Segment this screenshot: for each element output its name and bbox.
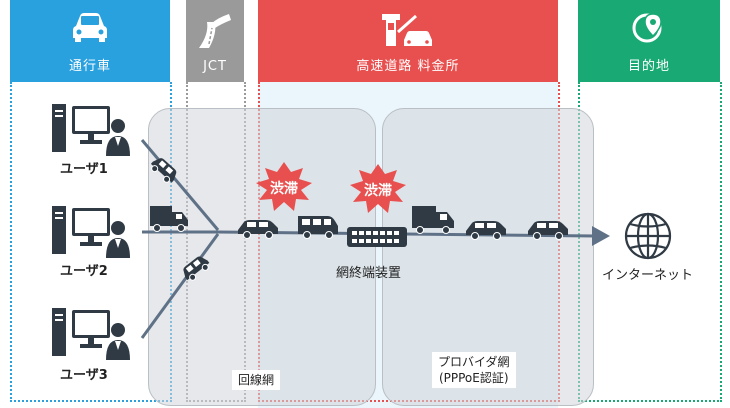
car-icon [73, 13, 107, 42]
van-icon [298, 216, 338, 239]
header-dest-label: 目的地 [627, 59, 670, 74]
junction-road-icon [199, 14, 231, 48]
truck-icon [150, 206, 188, 232]
header-car-label: 通行車 [68, 59, 111, 74]
header-jct: JCT [186, 0, 244, 82]
device-label: 網終端装置 [336, 266, 402, 281]
jam-label: 渋滞 [270, 181, 298, 197]
device-icon [347, 227, 407, 247]
header-toll: 高速道路 料金所 [258, 0, 558, 82]
provider-network-label: プロバイダ網 (PPPoE認証) [432, 352, 516, 388]
user-pc-icon [52, 206, 130, 258]
car-icon [150, 158, 177, 183]
toll-gate-icon [382, 14, 432, 46]
internet-label: インターネット [602, 268, 694, 283]
user-pc-icon [52, 308, 130, 360]
truck-icon [412, 206, 454, 234]
car-icon [183, 256, 210, 281]
network-line-label: 回線網 [232, 370, 281, 390]
car-icon [466, 221, 506, 240]
user-1-label: ユーザ1 [60, 162, 108, 177]
globe-icon [624, 212, 672, 260]
internet-arrow-head [592, 226, 610, 246]
car-icon [528, 221, 568, 240]
header-jct-label: JCT [203, 59, 227, 74]
provider-auth: (PPPoE認証) [438, 371, 509, 385]
map-pin-icon [632, 13, 662, 43]
header-dest: 目的地 [578, 0, 720, 82]
traffic-jam-burst [256, 162, 312, 211]
provider-name: プロバイダ網 [438, 355, 510, 369]
header-toll-label: 高速道路 料金所 [356, 59, 460, 74]
header-car: 通行車 [10, 0, 170, 82]
user-2-label: ユーザ2 [60, 264, 108, 279]
jam-label: 渋滞 [364, 183, 392, 199]
traffic-jam-burst [350, 164, 406, 213]
car-icon [238, 220, 278, 239]
user-3-label: ユーザ3 [60, 368, 108, 383]
network-line-panel [148, 108, 376, 406]
user-pc-icon [52, 104, 130, 156]
